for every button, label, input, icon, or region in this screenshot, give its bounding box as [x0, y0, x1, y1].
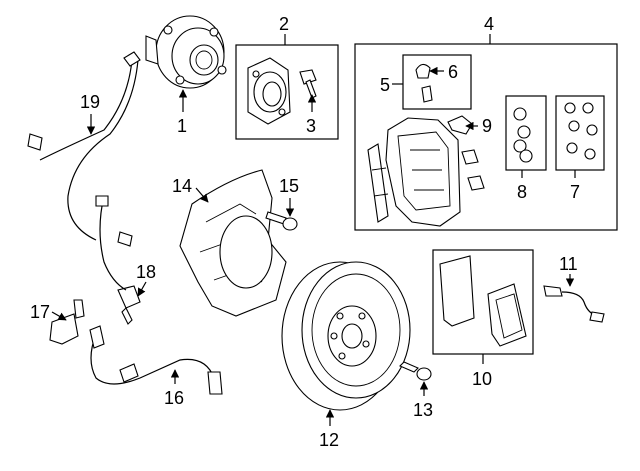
callout-4: 4: [484, 14, 494, 34]
callout-1: 1: [177, 116, 187, 136]
leader-lines: [51, 34, 576, 426]
caliper-body: [367, 117, 461, 227]
bearing-bolt: [299, 69, 317, 99]
callout-9: 9: [482, 116, 492, 136]
piston-seals: [564, 102, 598, 160]
callout-12: 12: [319, 430, 339, 450]
caliper-pin: [415, 63, 433, 103]
wheel-hub: [145, 15, 227, 89]
brake-rotor: [281, 261, 411, 411]
callout-5: 5: [380, 75, 390, 95]
speed-sensor: [117, 285, 141, 325]
wear-sensor: [543, 285, 605, 323]
brake-pads: [439, 255, 527, 347]
callout-19: 19: [80, 92, 100, 112]
callout-8: 8: [517, 182, 527, 202]
callout-16: 16: [164, 388, 184, 408]
caliper-kit-box: [354, 43, 618, 231]
seal-rings: [513, 107, 533, 163]
pin-kit-box: [402, 54, 472, 110]
seal-kit-box-7: [555, 95, 605, 171]
brake-hose: [89, 325, 223, 395]
rotor-screw: [399, 361, 432, 381]
splash-shield: [179, 169, 287, 317]
hose-bracket: [49, 299, 85, 345]
callout-11: 11: [559, 254, 578, 274]
callout-7: 7: [570, 182, 580, 202]
callout-labels: 1 2 3 4 5 6 7 8 9 10 11 12 13 14 15 16 1…: [30, 14, 580, 450]
callout-3: 3: [306, 116, 316, 136]
callout-18: 18: [136, 262, 156, 282]
callout-15: 15: [279, 176, 299, 196]
caliper-bolts: [461, 149, 485, 191]
callout-6: 6: [448, 62, 458, 82]
callout-14: 14: [172, 176, 192, 196]
wheel-bearing: [247, 57, 291, 125]
callout-2: 2: [279, 14, 289, 34]
callout-13: 13: [413, 400, 433, 420]
bearing-kit-box: [235, 44, 339, 140]
sensor-harness: [27, 51, 141, 291]
seal-kit-box-8: [505, 95, 547, 171]
callout-17: 17: [30, 302, 50, 322]
callout-10: 10: [472, 369, 492, 389]
caliper-clip: [447, 115, 473, 135]
shield-bolt: [265, 211, 298, 231]
